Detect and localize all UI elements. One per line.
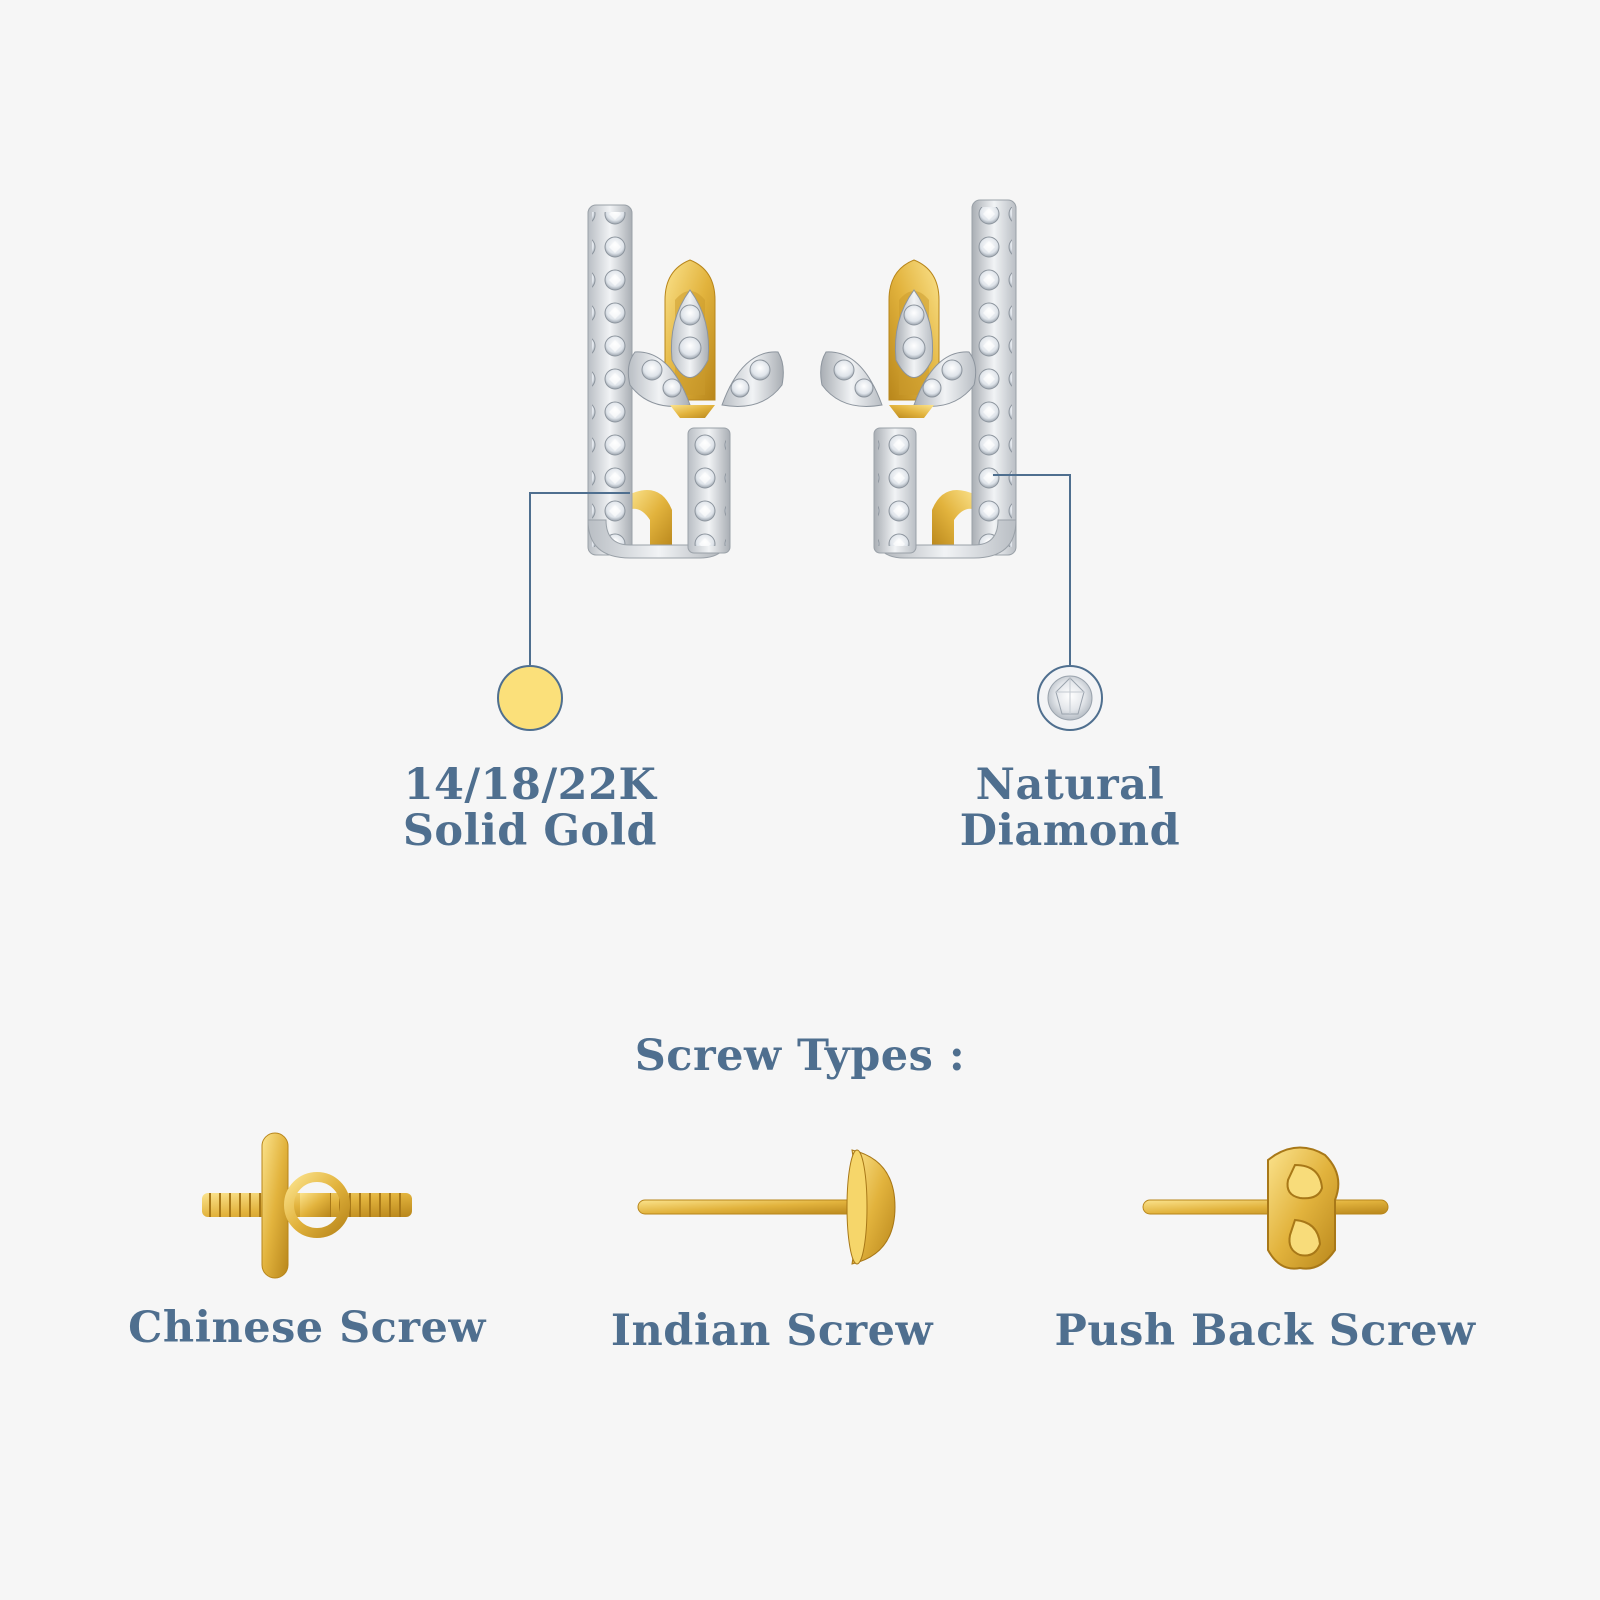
gold-swatch-icon [497,665,563,731]
gold-type-text: Solid Gold [402,806,658,857]
left-earring [587,204,784,559]
gold-callout-line [529,492,630,665]
diamond-material-label: Natural Diamond [920,762,1220,855]
diamond-type-text: Diamond [959,806,1181,857]
screw-types-heading: Screw Types : [634,1031,966,1081]
push-back-screw-icon [1142,1146,1389,1270]
gold-karat-text: 14/18/22K [403,760,657,810]
indian-screw-label: Indian Screw [610,1306,934,1356]
diamond-callout-line [993,474,1071,665]
diamond-origin-text: Natural [975,760,1165,810]
indian-screw-icon [637,1149,896,1265]
gold-material-label: 14/18/22K Solid Gold [380,762,680,855]
chinese-screw-label: Chinese Screw [128,1303,486,1353]
chinese-screw-icon [202,1132,412,1279]
right-earring [820,199,1017,559]
diamond-swatch-icon [1037,665,1103,731]
push-back-screw-label: Push Back Screw [1054,1306,1476,1356]
